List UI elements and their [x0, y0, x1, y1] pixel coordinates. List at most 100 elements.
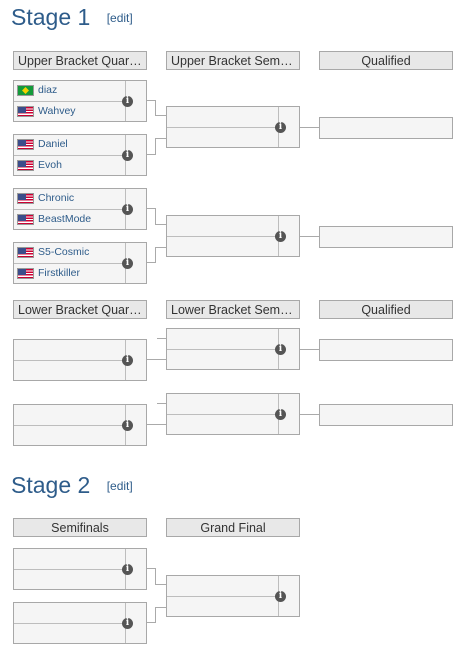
match-info-icon[interactable]: i: [275, 409, 286, 420]
player-row: diaz: [14, 81, 127, 102]
header-qualified-upper: Qualified: [319, 51, 453, 70]
header-qualified-lower: Qualified: [319, 300, 453, 319]
bracket-connector: [155, 607, 156, 623]
bracket-connector: [155, 208, 156, 224]
header-upper-bracket-semifinals: Upper Bracket Semifi...: [166, 51, 300, 70]
player-row: [167, 216, 280, 237]
stage-2-edit-link[interactable]: [edit]: [106, 479, 133, 493]
player-name-link[interactable]: S5-Cosmic: [38, 246, 90, 258]
player-row: [167, 576, 280, 597]
bracket-connector: [147, 424, 166, 425]
player-name-link[interactable]: Firstkiller: [38, 267, 80, 279]
player-row: [14, 549, 127, 570]
bracket-connector: [155, 568, 156, 584]
bracket-connector: [300, 414, 319, 415]
bracket-connector: [155, 224, 166, 225]
player-row: [167, 597, 280, 617]
bracket-connector: [300, 127, 319, 128]
player-name-link[interactable]: Chronic: [38, 192, 75, 204]
player-row: [14, 340, 127, 361]
player-row: [167, 350, 280, 370]
header-lower-bracket-semifinals: Lower Bracket Semifi...: [166, 300, 300, 319]
match-info-icon[interactable]: i: [122, 420, 133, 431]
player-row: [14, 624, 127, 644]
match-ubqf-2: Daniel Evoh i: [13, 134, 147, 176]
match-info-icon[interactable]: i: [122, 258, 133, 269]
player-row: [167, 415, 280, 435]
match-info-icon[interactable]: i: [275, 344, 286, 355]
match-ubsf-2: i: [166, 215, 300, 257]
match-lbqf-2: i: [13, 404, 147, 446]
bracket-connector: [155, 247, 156, 263]
player-row: Daniel: [14, 135, 127, 156]
match-ubsf-1: i: [166, 106, 300, 148]
bracket-connector: [155, 138, 166, 139]
usa-flag-icon: [17, 193, 34, 204]
bracket-connector: [147, 568, 155, 569]
qualified-slot: [319, 226, 453, 248]
player-name-link[interactable]: Wahvey: [38, 105, 76, 117]
header-semifinals: Semifinals: [13, 518, 147, 537]
player-name-link[interactable]: Daniel: [38, 138, 68, 150]
stage-1-title: Stage 1 [edit]: [11, 4, 133, 31]
header-grand-final: Grand Final: [166, 518, 300, 537]
bracket-connector: [147, 100, 155, 101]
stage-1-heading: Stage 1: [11, 4, 91, 30]
match-semifinal-2: i: [13, 602, 147, 644]
match-info-icon[interactable]: i: [275, 231, 286, 242]
match-lbsf-2: i: [166, 393, 300, 435]
usa-flag-icon: [17, 214, 34, 225]
bracket-connector: [147, 154, 155, 155]
player-row: Wahvey: [14, 102, 127, 122]
bracket-connector: [155, 100, 156, 115]
player-row: [167, 237, 280, 257]
bracket-connector: [155, 584, 166, 585]
player-name-link[interactable]: Evoh: [38, 159, 62, 171]
usa-flag-icon: [17, 268, 34, 279]
player-row: [14, 426, 127, 446]
stage-2-title: Stage 2 [edit]: [11, 472, 133, 499]
match-ubqf-3: Chronic BeastMode i: [13, 188, 147, 230]
bracket-connector: [147, 622, 155, 623]
qualified-slot: [319, 404, 453, 426]
player-row: [14, 603, 127, 624]
match-lbsf-1: i: [166, 328, 300, 370]
player-row: [167, 394, 280, 415]
usa-flag-icon: [17, 106, 34, 117]
player-row: Firstkiller: [14, 264, 127, 284]
match-semifinal-1: i: [13, 548, 147, 590]
brazil-flag-icon: [17, 85, 34, 96]
usa-flag-icon: [17, 139, 34, 150]
qualified-slot: [319, 339, 453, 361]
usa-flag-icon: [17, 247, 34, 258]
match-info-icon[interactable]: i: [122, 564, 133, 575]
stage-2-heading: Stage 2: [11, 472, 91, 498]
player-row: [14, 361, 127, 381]
match-info-icon[interactable]: i: [122, 96, 133, 107]
bracket-connector: [147, 208, 155, 209]
player-row: [167, 128, 280, 148]
match-info-icon[interactable]: i: [122, 150, 133, 161]
player-row: [14, 570, 127, 590]
match-info-icon[interactable]: i: [122, 355, 133, 366]
match-info-icon[interactable]: i: [122, 618, 133, 629]
bracket-connector: [300, 349, 319, 350]
qualified-slot: [319, 117, 453, 139]
stage-1-edit-link[interactable]: [edit]: [106, 11, 133, 25]
bracket-connector: [300, 236, 319, 237]
player-row: BeastMode: [14, 210, 127, 230]
match-ubqf-4: S5-Cosmic Firstkiller i: [13, 242, 147, 284]
bracket-connector: [155, 247, 166, 248]
bracket-connector: [157, 403, 166, 404]
player-row: [167, 329, 280, 350]
match-info-icon[interactable]: i: [275, 591, 286, 602]
player-name-link[interactable]: diaz: [38, 84, 58, 96]
match-grand-final: i: [166, 575, 300, 617]
player-name-link[interactable]: BeastMode: [38, 213, 92, 225]
bracket-connector: [155, 607, 166, 608]
header-lower-bracket-quarterfinals: Lower Bracket Quart...: [13, 300, 147, 319]
match-info-icon[interactable]: i: [122, 204, 133, 215]
match-info-icon[interactable]: i: [275, 122, 286, 133]
bracket-connector: [155, 115, 166, 116]
header-upper-bracket-quarterfinals: Upper Bracket Quart...: [13, 51, 147, 70]
